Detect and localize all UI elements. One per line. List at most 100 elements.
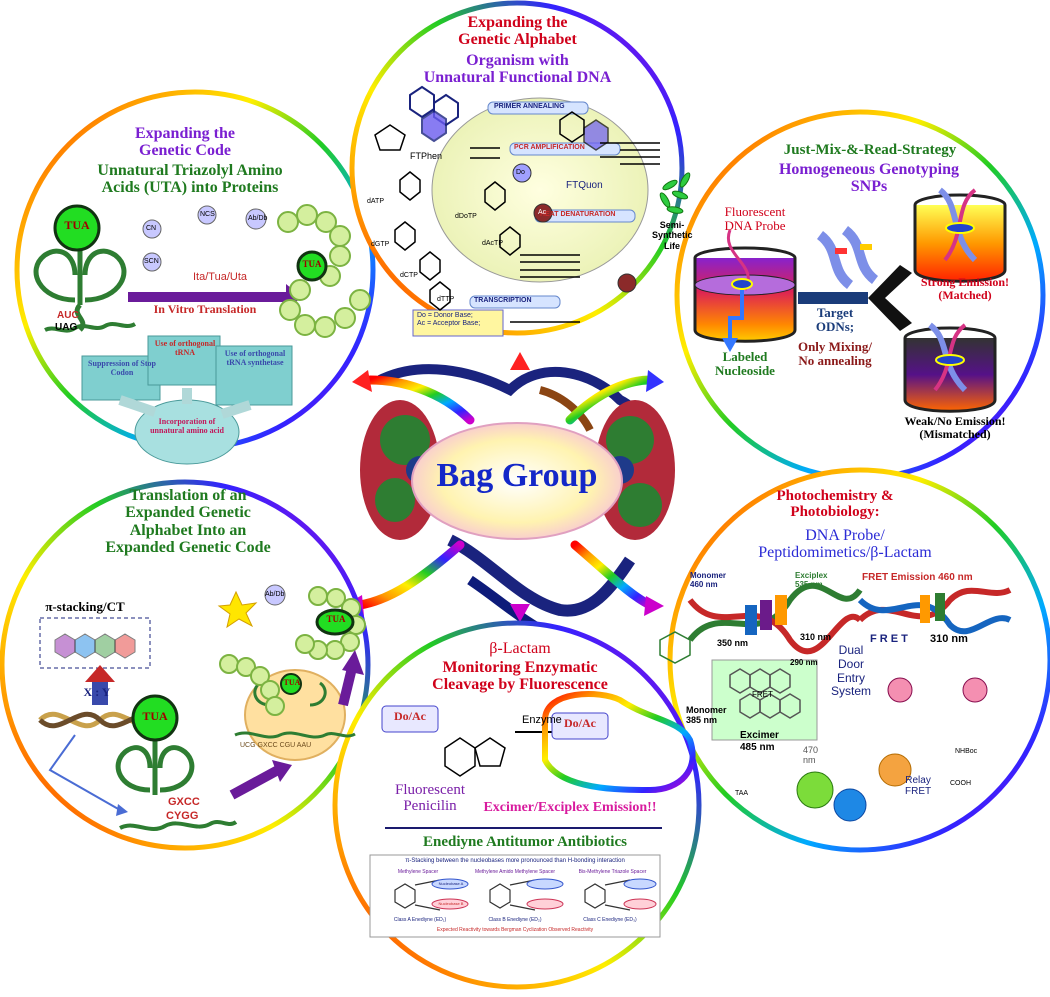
bottom-right-subtitle-line: Peptidomimetics/β-Lactam (758, 544, 932, 562)
codon-cygg: CYGG (166, 810, 199, 822)
fluor-line: Penicilin (403, 798, 457, 815)
strong-line: (Matched) (938, 287, 992, 302)
bottom-subtitle-line: Cleavage by Fluorescence (432, 676, 608, 694)
fret-emission-460: FRET Emission 460 nm (862, 572, 973, 583)
ftquon-label: FTQuon (566, 180, 603, 191)
top-left-subtitle-line: Unnatural Triazolyl Amino (97, 162, 283, 179)
in-vitro-translation-label: In Vitro Translation (153, 302, 257, 316)
top-left-subtitle: Unnatural Triazolyl Amino Acids (UTA) in… (70, 162, 310, 197)
bottom-right-subtitle: DNA Probe/ Peptidomimetics/β-Lactam (730, 527, 960, 562)
dual-line: System (830, 684, 871, 699)
enediyne-panel-title: π-Stacking between the nucleobases more … (405, 858, 625, 864)
top-right-title: Just-Mix-&-Read-Strategy (783, 142, 957, 158)
do-ac-badge-2: Do/Ac (564, 716, 596, 730)
dual-line: Dual (838, 643, 864, 657)
synthetic-line: Synthetic (652, 230, 693, 241)
bottom-left-title: Translation of an Expanded Genetic Alpha… (78, 487, 298, 556)
bottom-subtitle-line: Monitoring Enzymatic (442, 659, 598, 676)
tua-badge-bl: TUA (142, 709, 168, 723)
relay-line: Relay (905, 775, 931, 786)
do-ac-legend: Do = Donor Base; Ac = Acceptor Base; (417, 312, 480, 329)
monomer-460: Monomer 460 nm (690, 571, 726, 590)
fluorescent-probe-label: Fluorescent DNA Probe (700, 204, 810, 233)
ncs-label: NCS (200, 211, 215, 218)
semi-line: Semi- (659, 220, 685, 230)
ab-db-label: Ab/Db (248, 215, 268, 222)
dual-line: Entry (836, 670, 865, 685)
nm-310-a: 310 nm (800, 632, 832, 642)
nucleobase-b-1: Nucleobase B (438, 901, 464, 906)
ita-tua-uta-label: Ita/Tua/Uta (193, 271, 248, 283)
bottom-circle-art (369, 691, 696, 938)
target-odns-label: Target ODNs; (790, 305, 880, 335)
bottom-right-art (659, 582, 1012, 822)
semi-synthetic-life-label: Semi- Synthetic Life (652, 220, 693, 251)
fluor-line: Fluorescent (395, 782, 465, 798)
excimer-485: Excimer 485 nm (740, 730, 779, 753)
ab-db-label-bl: Ab/Db (265, 591, 285, 598)
bottom-left-title-line: Expanded Genetic Code (105, 538, 271, 556)
ddotp-label: dDoTP (455, 213, 477, 220)
dual-line: Door (837, 656, 864, 671)
codon-auc: AUC (57, 310, 79, 321)
bottom-left-title-line: Alphabet Into an (129, 521, 247, 539)
strong-line: Strong Emission! (920, 275, 1010, 289)
flow-box-suppression: Suppression of Stop Codon (88, 359, 156, 377)
ftphen-label: FTPhen (410, 151, 443, 161)
only-mixing-label: Only Mixing/ No annealing (785, 339, 885, 369)
dctp-label: dCTP (400, 272, 418, 279)
class-a: Class A Enediyne (ED₁) (393, 917, 447, 923)
top-title: Expanding the Genetic Alphabet (400, 14, 635, 49)
target-line: Target (816, 305, 854, 320)
tua-protein-badge-bl: TUA (326, 614, 346, 624)
do-legend: Do = Donor Base; (417, 312, 473, 319)
center-arrows (344, 352, 664, 622)
bottom-right-title-line: Photobiology: (790, 504, 880, 521)
top-right-art (693, 187, 1007, 413)
top-title-line: Genetic Alphabet (458, 31, 577, 49)
monomer-385: Monomer 385 nm (686, 705, 727, 726)
top-right-subtitle: Homogeneous Genotyping SNPs (758, 161, 980, 196)
bottom-right-title: Photochemistry & Photobiology: (760, 488, 910, 520)
mixing-line: No annealing (798, 353, 872, 369)
tua-ribosome-badge: TUA (283, 678, 301, 687)
codon-gxcc: GXCC (168, 796, 200, 808)
dgtp-label: dGTP (371, 241, 390, 248)
datp-label: dATP (367, 198, 384, 205)
excimer-line: 485 nm (740, 741, 775, 753)
monomer-line: 460 nm (690, 579, 718, 589)
bottom-title: β-Lactam (489, 640, 551, 657)
transcription-label: TRANSCRIPTION (474, 297, 532, 304)
flow-box-synthetase: Use of orthogonal tRNA synthetase (224, 349, 286, 367)
enzyme-label: Enzyme (522, 714, 562, 726)
top-title-line: Expanding the (467, 14, 568, 31)
top-right-subtitle-line: Homogeneous Genotyping (778, 161, 959, 178)
flow-box-orthogonal-trna: Use of orthogonal tRNA (154, 339, 216, 357)
fret-label: F R E T (870, 633, 908, 645)
spacer-1: Methylene Spacer (397, 869, 439, 875)
cn-label: CN (146, 225, 157, 232)
top-left-art (33, 204, 371, 465)
strong-emission-label: Strong Emission! (Matched) (905, 276, 1025, 302)
relay-line: FRET (905, 786, 932, 797)
class-c: Class C Enediyne (ED₃) (583, 917, 637, 923)
relay-fret-label: Relay FRET (905, 775, 931, 797)
nm-310-b: 310 nm (930, 633, 968, 645)
target-line: ODNs; (815, 319, 855, 335)
top-left-title-line: Expanding the (134, 125, 236, 142)
flow-box-incorporation: Incorporation of unnatural amino acid (150, 417, 224, 435)
monomer-line: Monomer (690, 571, 726, 580)
spacer-2: Methylene Amido Methylene Spacer (474, 869, 556, 875)
top-subtitle-line: Organism with (466, 52, 569, 69)
center-title: Bag Group (436, 457, 598, 494)
scn-label: SCN (144, 258, 159, 265)
labeled-nucleoside-label: Labeled Nucleoside (705, 349, 785, 378)
excimer-line: Excimer (740, 730, 779, 741)
taa-label: TAA (735, 790, 749, 797)
dttp-label: dTTP (437, 296, 455, 303)
bottom-right-title-line: Photochemistry & (776, 488, 894, 504)
top-subtitle-line: Unnatural Functional DNA (423, 69, 612, 87)
labeled-line: Labeled (722, 349, 768, 364)
